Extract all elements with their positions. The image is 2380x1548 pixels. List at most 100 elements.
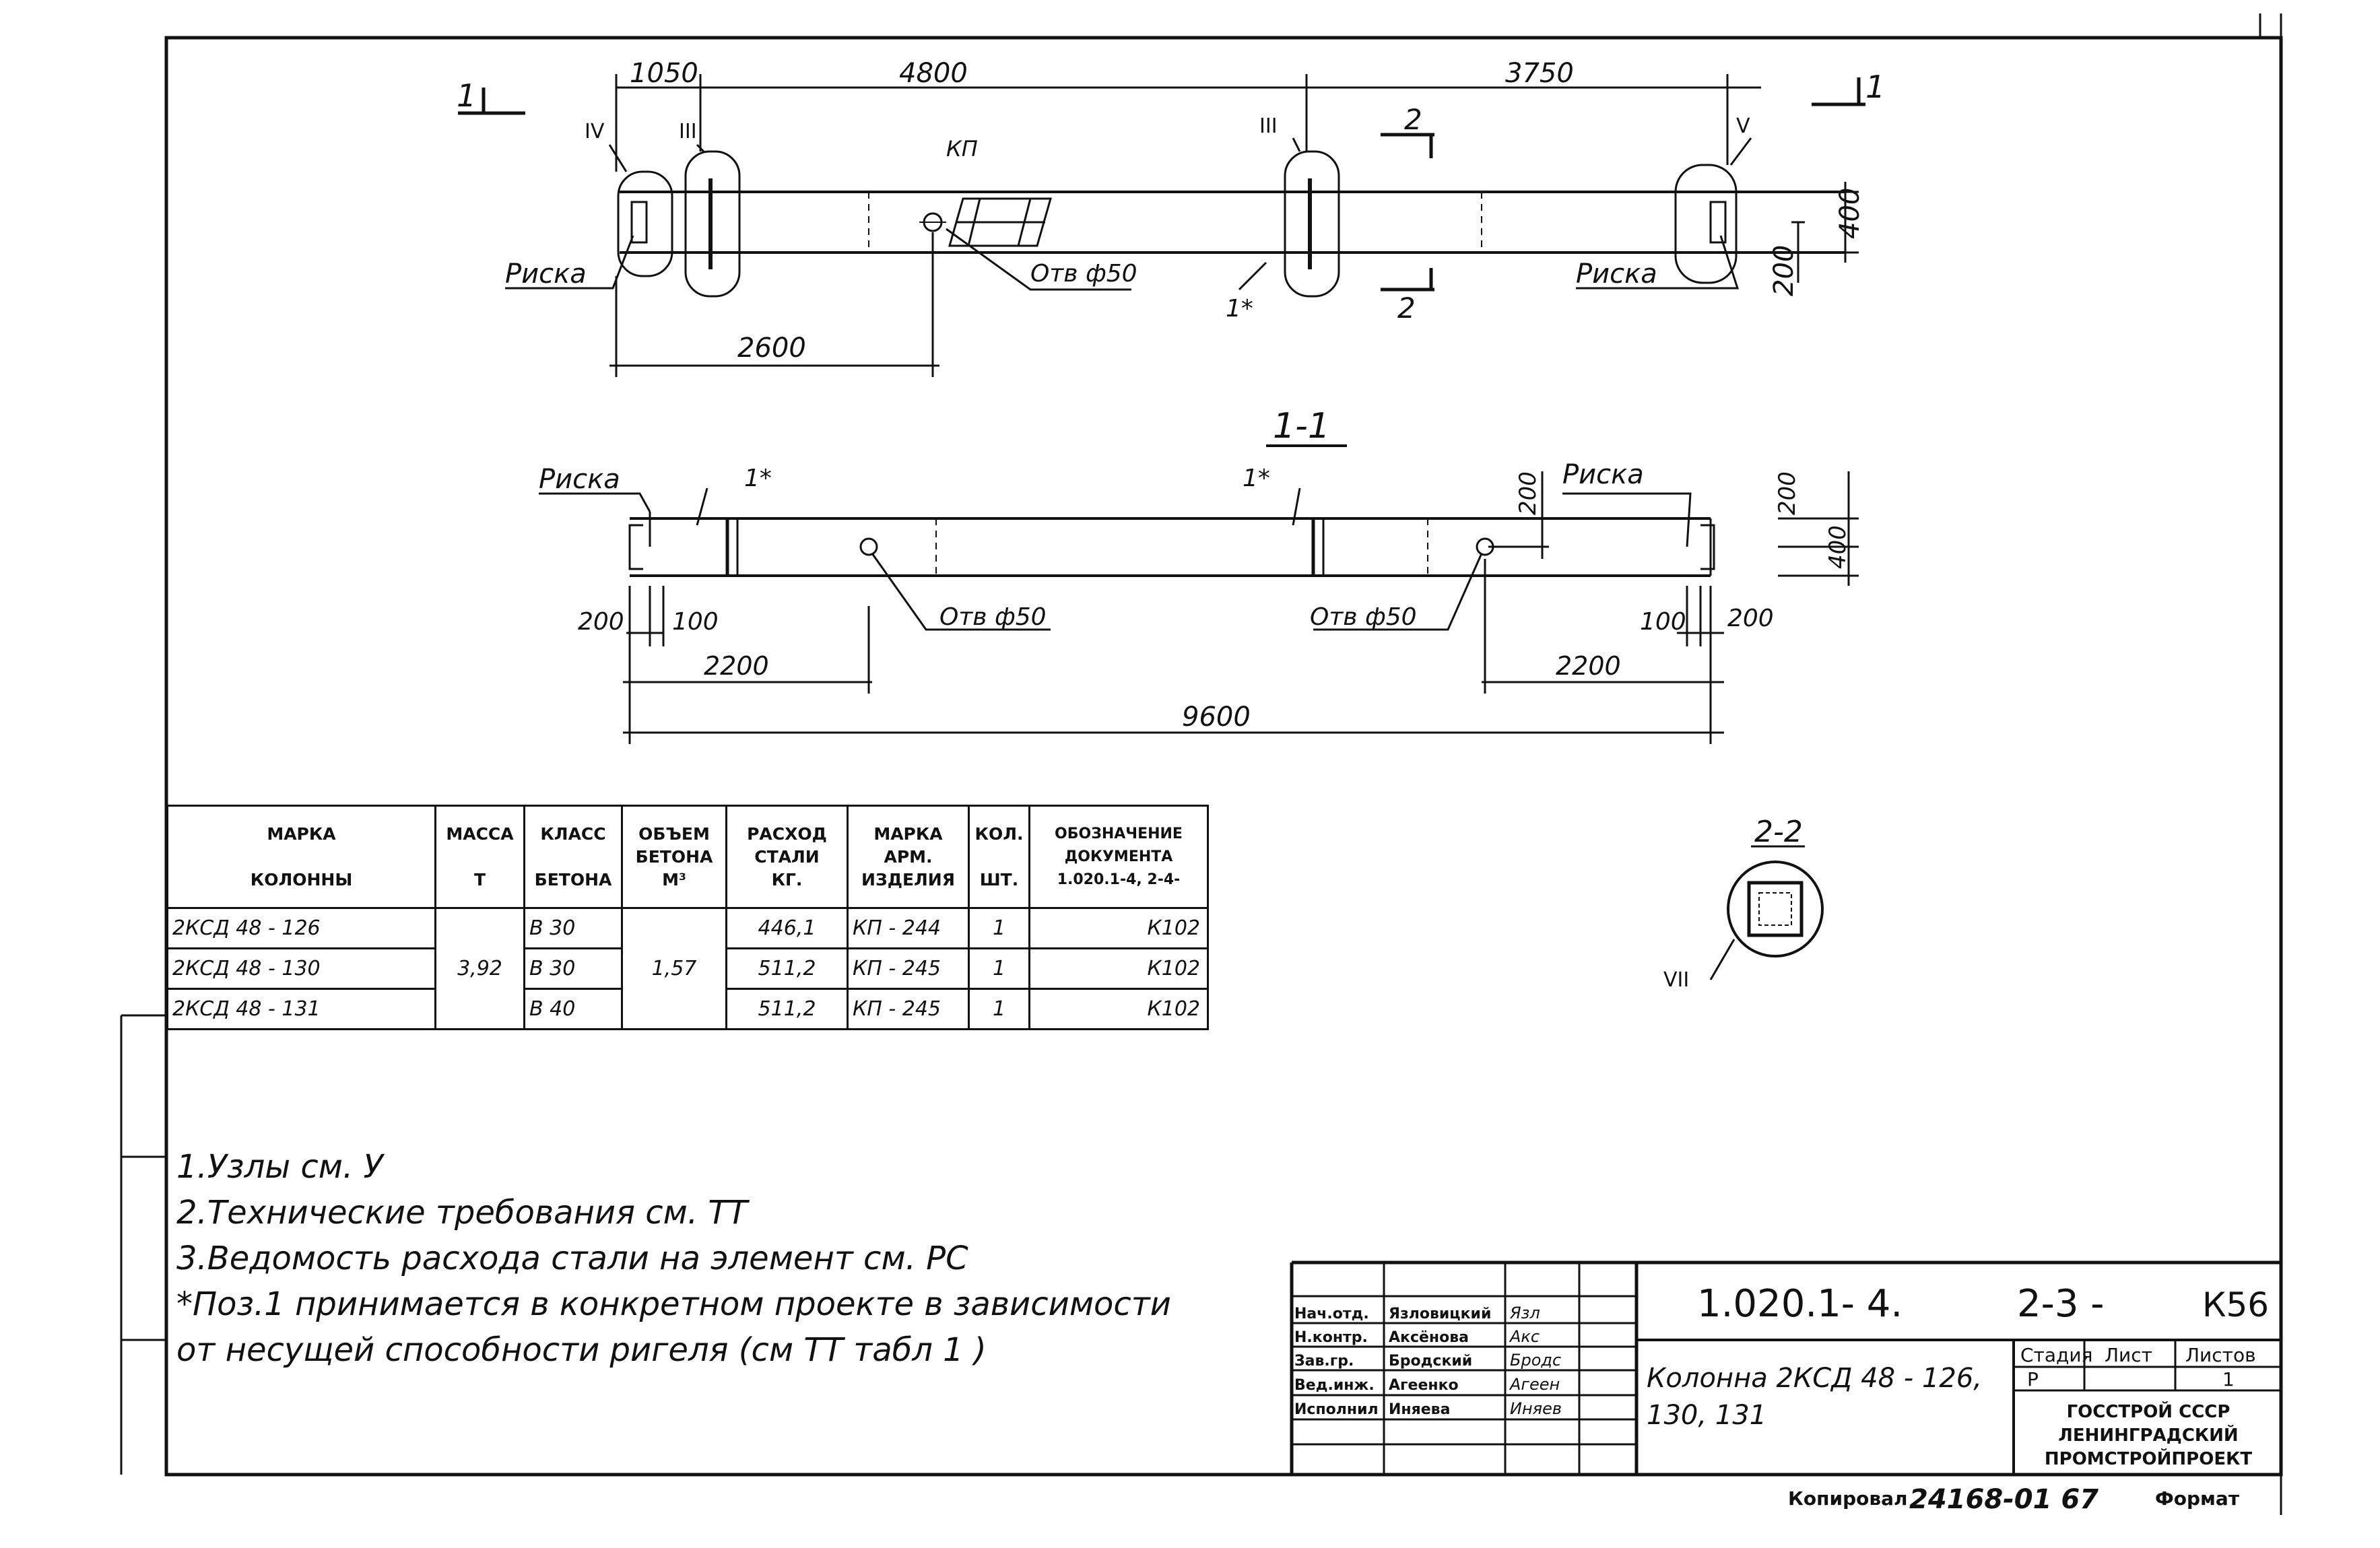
signature-3: Бродс	[1510, 1351, 1561, 1370]
cell-arm: КП - 244	[847, 907, 970, 949]
cell-class: В 40	[523, 988, 623, 1030]
node-label-iv: IV	[585, 120, 605, 143]
dim-200-s11-top: 200	[1515, 471, 1542, 515]
staff-name-1: Язловицкий	[1389, 1306, 1491, 1322]
format-label: Формат	[2155, 1487, 2240, 1510]
note-5: от несущей способности ригеля (см ТТ таб…	[176, 1331, 987, 1369]
section-mark-1-right: 1	[1865, 69, 1885, 105]
label-hole-s11-left: Отв ф50	[939, 603, 1047, 631]
label-kp: КП	[946, 136, 978, 162]
cell-volume: 1,57	[621, 907, 727, 1030]
label-1star-plan: 1*	[1226, 295, 1253, 323]
cell-doc: К102	[1028, 947, 1209, 990]
note-3: 3.Ведомость расхода стали на элемент см.…	[176, 1240, 968, 1277]
cell-doc: К102	[1028, 907, 1209, 949]
cell-steel: 446,1	[725, 907, 849, 949]
section-2-2-title: 2-2	[1754, 815, 1803, 849]
header-qty: КОЛ.ШТ.	[968, 805, 1030, 909]
doc-code: 1.020.1- 4.	[1697, 1282, 1903, 1326]
sheet-code: 2-3 -	[2017, 1282, 2104, 1326]
org-line-3: ПРОМСТРОЙПРОЕКТ	[2045, 1448, 2252, 1469]
label-riska-s11-right: Риска	[1562, 459, 1644, 490]
sheets-value: 1	[2222, 1368, 2235, 1390]
table-row: 2КСД 48 - 130 В 30 511,2 КП - 245 1 К102	[166, 947, 1209, 990]
dim-400-s11-side: 400	[1824, 525, 1851, 569]
staff-name-3: Бродский	[1389, 1353, 1472, 1370]
org-line-1: ГОССТРОЙ СССР	[2067, 1401, 2230, 1422]
element-name-line2: 130, 131	[1647, 1400, 1766, 1431]
signature-4: Агеен	[1509, 1375, 1560, 1394]
cell-qty: 1	[968, 947, 1030, 990]
label-riska-left: Риска	[505, 259, 587, 290]
node-label-iii-right: III	[1259, 114, 1278, 138]
cell-class: В 30	[523, 947, 623, 990]
notes-block: 1.Узлы см. У 2.Технические требования см…	[176, 1143, 1227, 1372]
staff-role-3: Зав.гр.	[1294, 1353, 1354, 1370]
label-1star-s11-left: 1*	[744, 465, 772, 492]
dim-100-s11-left: 100	[672, 608, 719, 636]
section-1-1-view	[539, 444, 1859, 744]
cell-steel: 511,2	[725, 988, 849, 1030]
copied-label: Копировал	[1788, 1487, 1908, 1510]
stage-header: Стадия	[2020, 1344, 2092, 1366]
staff-name-2: Аксёнова	[1389, 1329, 1469, 1346]
stage-value: Р	[2027, 1368, 2039, 1390]
cell-qty: 1	[968, 988, 1030, 1030]
sheet-frame	[164, 36, 2283, 1477]
cell-mark: 2КСД 48 - 131	[166, 988, 436, 1030]
staff-role-4: Вед.инж.	[1294, 1377, 1375, 1394]
note-2: 2.Технические требования см. ТТ	[176, 1194, 748, 1232]
label-riska-s11-left: Риска	[539, 464, 620, 495]
cell-doc: К102	[1028, 988, 1209, 1030]
label-hole-s11-right: Отв ф50	[1310, 603, 1417, 631]
node-label-iii-left: III	[679, 120, 697, 143]
dim-2200-s11-left: 2200	[704, 651, 769, 681]
dim-200-s11-left: 200	[578, 608, 624, 636]
cell-class: В 30	[523, 907, 623, 949]
section-mark-1-left: 1	[457, 77, 476, 114]
dim-1050: 1050	[630, 58, 698, 89]
staff-role-1: Нач.отд.	[1294, 1306, 1369, 1322]
sheet-header: Лист	[2105, 1344, 2152, 1366]
dim-2200-s11-right: 2200	[1556, 651, 1621, 681]
dim-2600: 2600	[737, 333, 806, 364]
cell-arm: КП - 245	[847, 947, 970, 990]
node-label-vii: VII	[1663, 968, 1689, 992]
signature-1: Язл	[1509, 1304, 1540, 1322]
plan-view	[458, 74, 1865, 377]
element-name-line1: Колонна 2КСД 48 - 126,	[1647, 1363, 1982, 1394]
signature-5: Иняев	[1510, 1399, 1562, 1418]
cell-mass: 3,92	[434, 907, 525, 1030]
cell-mark: 2КСД 48 - 130	[166, 947, 436, 990]
section-mark-2-top: 2	[1404, 103, 1422, 136]
table-row: 2КСД 48 - 131 В 40 511,2 КП - 245 1 К102	[166, 988, 1209, 1030]
node-label-v: V	[1736, 114, 1750, 138]
label-hole-plan: Отв ф50	[1030, 260, 1137, 288]
section-1-1-title: 1-1	[1273, 406, 1330, 446]
cell-qty: 1	[968, 907, 1030, 949]
label-1star-s11-right: 1*	[1243, 465, 1270, 492]
table-row: 2КСД 48 - 126 3,92 В 30 1,57 446,1 КП - …	[166, 907, 1209, 1030]
dim-200: 200	[1769, 245, 1799, 296]
dim-100-s11-right: 100	[1640, 608, 1686, 636]
cell-arm: КП - 245	[847, 988, 970, 1030]
note-4: *Поз.1 принимается в конкретном проекте …	[176, 1285, 1171, 1323]
staff-role-5: Исполнил	[1294, 1401, 1379, 1418]
cell-steel: 511,2	[725, 947, 849, 990]
copy-number: 24168-01 67	[1909, 1484, 2098, 1515]
section-mark-2-bottom: 2	[1397, 292, 1416, 325]
signature-2: Акс	[1509, 1327, 1540, 1346]
dim-3750: 3750	[1505, 58, 1574, 89]
staff-name-5: Иняева	[1389, 1401, 1450, 1418]
org-line-2: ЛЕНИНГРАДСКИЙ	[2058, 1424, 2238, 1446]
series-code: К56	[2202, 1285, 2269, 1324]
